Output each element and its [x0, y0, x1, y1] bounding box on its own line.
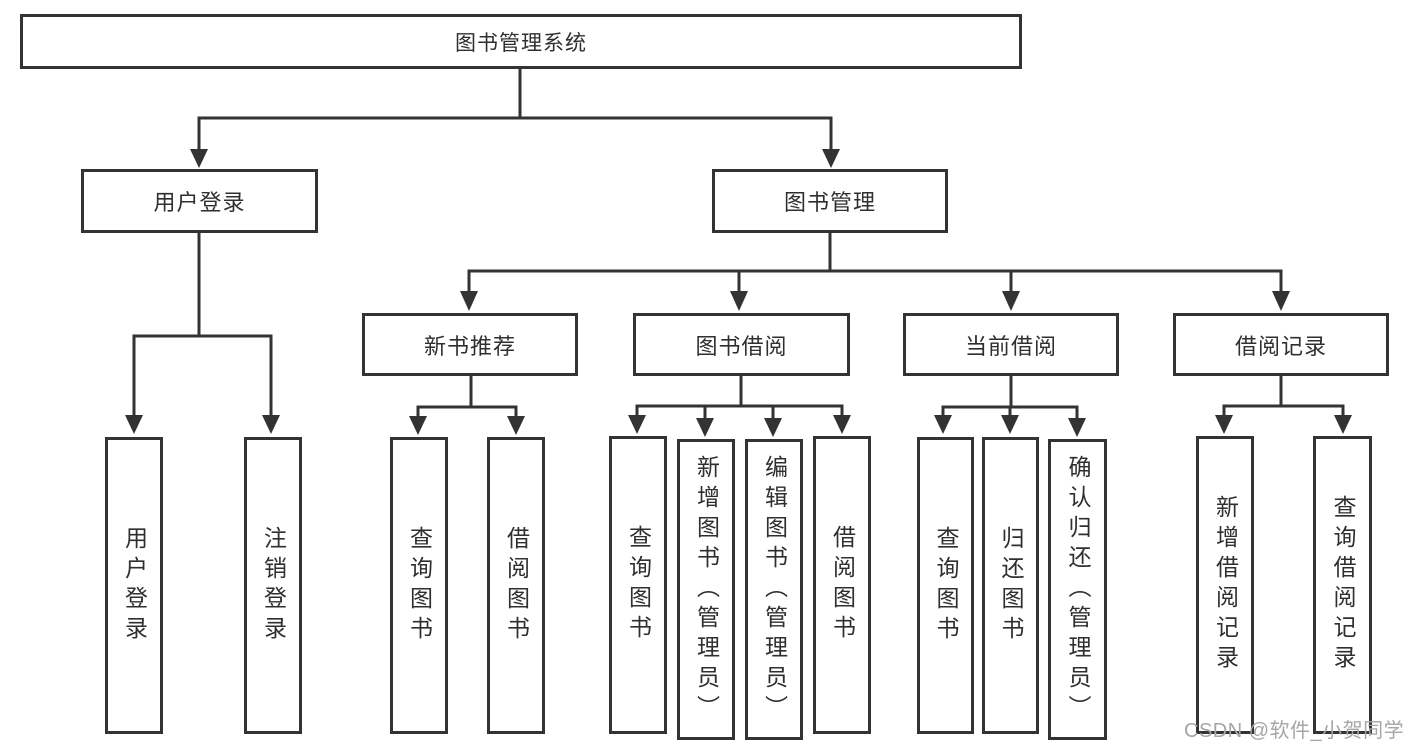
- node-borrow-records: 借阅记录: [1173, 313, 1389, 376]
- node-borrow-books-borrow-label: 借阅图书: [829, 525, 856, 645]
- node-borrow-books-recommend: 借阅图书: [487, 437, 545, 734]
- node-leaf-logout: 注销登录: [244, 437, 302, 734]
- node-leaf-logout-label: 注销登录: [260, 525, 287, 646]
- connector-book-management-children: [460, 232, 1290, 311]
- connector-new-book-recommend-children: [409, 376, 525, 435]
- node-book-management-label: 图书管理: [783, 190, 876, 215]
- node-query-borrow-record: 查询借阅记录: [1313, 436, 1372, 734]
- node-query-books-recommend-label: 查询图书: [406, 525, 433, 646]
- node-return-books: 归还图书: [982, 437, 1039, 734]
- node-root: 图书管理系统: [20, 14, 1022, 69]
- node-add-borrow-record: 新增借阅记录: [1196, 436, 1254, 734]
- node-add-borrow-record-label: 新增借阅记录: [1212, 495, 1239, 675]
- node-confirm-return-admin-label: 确认归还（管理员）: [1065, 454, 1091, 725]
- watermark: CSDN @软件_小贺同学: [1184, 720, 1405, 742]
- node-edit-books-admin: 编辑图书（管理员）: [745, 439, 803, 740]
- node-new-book-recommend-label: 新书推荐: [423, 333, 516, 359]
- node-leaf-user-login-label: 用户登录: [121, 525, 148, 646]
- node-query-books-current-label: 查询图书: [933, 525, 959, 646]
- node-add-books-admin: 新增图书（管理员）: [677, 439, 735, 740]
- node-confirm-return-admin: 确认归还（管理员）: [1048, 439, 1107, 740]
- node-leaf-user-login: 用户登录: [105, 437, 163, 734]
- node-borrow-books-borrow: 借阅图书: [813, 436, 871, 734]
- node-query-books-current: 查询图书: [917, 437, 974, 734]
- node-user-login-label: 用户登录: [153, 190, 246, 215]
- node-query-books-borrow: 查询图书: [609, 436, 667, 734]
- node-edit-books-admin-label: 编辑图书（管理员）: [761, 454, 788, 725]
- node-book-borrow: 图书借阅: [633, 313, 850, 376]
- connector-current-borrow-children: [934, 376, 1086, 437]
- node-new-book-recommend: 新书推荐: [362, 313, 578, 376]
- node-query-books-recommend: 查询图书: [390, 437, 448, 734]
- connector-user-login-children: [125, 232, 280, 434]
- node-book-management: 图书管理: [712, 169, 948, 233]
- connector-root-to-level2: [190, 68, 840, 168]
- node-borrow-books-recommend-label: 借阅图书: [503, 525, 530, 646]
- node-root-label: 图书管理系统: [455, 31, 587, 55]
- node-book-borrow-label: 图书借阅: [695, 333, 788, 359]
- node-borrow-records-label: 借阅记录: [1234, 333, 1327, 359]
- connector-borrow-records-children: [1215, 376, 1352, 434]
- node-user-login: 用户登录: [81, 169, 318, 233]
- node-add-books-admin-label: 新增图书（管理员）: [693, 454, 720, 725]
- node-current-borrow: 当前借阅: [903, 313, 1119, 376]
- node-current-borrow-label: 当前借阅: [964, 333, 1057, 359]
- connector-book-borrow-children: [628, 376, 851, 437]
- node-return-books-label: 归还图书: [998, 525, 1024, 646]
- node-query-books-borrow-label: 查询图书: [625, 525, 652, 645]
- node-query-borrow-record-label: 查询借阅记录: [1330, 495, 1356, 675]
